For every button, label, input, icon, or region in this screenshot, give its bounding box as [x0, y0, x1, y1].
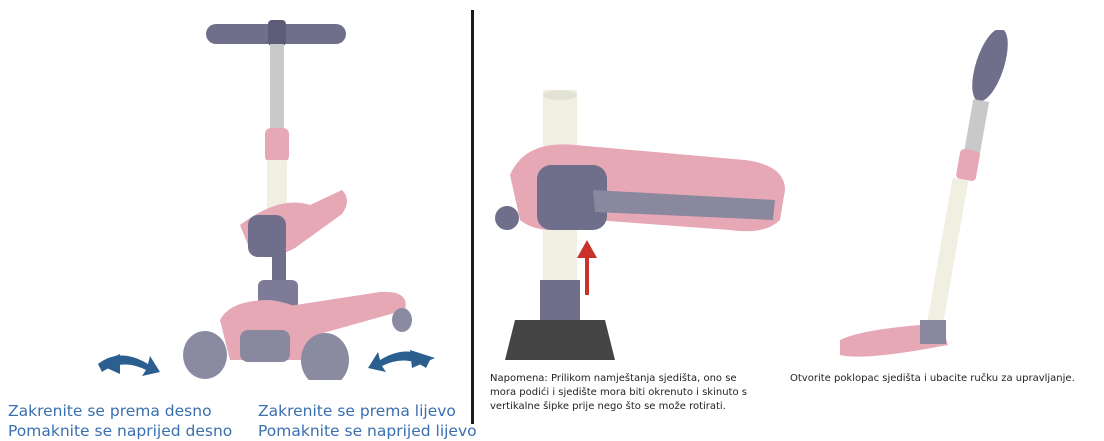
caption-rotate-right: Zakrenite se prema desno [8, 402, 212, 420]
folded-scooter-illustration [840, 30, 1008, 357]
seat-note-line3: vertikalne šipke prije nego što se može … [490, 401, 726, 412]
caption-rotate-left: Zakrenite se prema lijevo [258, 402, 456, 420]
seat-note-line1: Napomena: Prilikom namještanja sjedišta,… [490, 373, 737, 384]
handle-insert-caption: Otvorite poklopac sjedišta i ubacite ruč… [790, 373, 1075, 384]
scooter-full-view [80, 0, 450, 380]
caption-move-right: Pomaknite se naprijed desno [8, 422, 233, 440]
seat-note-line2: mora podići i sjedište mora biti okrenut… [490, 387, 747, 398]
caption-move-left: Pomaknite se naprijed lijevo [258, 422, 477, 440]
seat-closeup-view [485, 90, 795, 360]
panel-divider [471, 10, 474, 424]
folded-scooter-view [840, 30, 1060, 360]
scooter-illustration [98, 20, 435, 380]
seat-closeup-illustration [495, 90, 785, 360]
